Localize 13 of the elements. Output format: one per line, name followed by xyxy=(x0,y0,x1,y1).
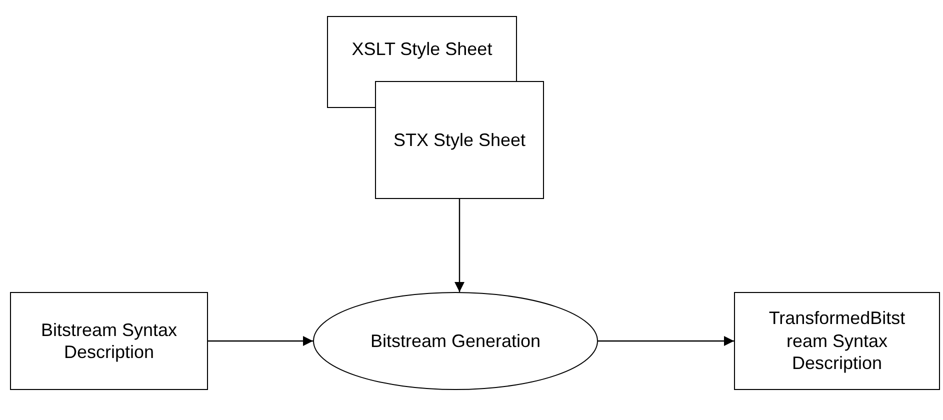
process-ellipse xyxy=(313,292,598,390)
document-box xyxy=(734,292,940,390)
document-box xyxy=(327,16,517,81)
arrow xyxy=(454,199,464,292)
node-label: TransformedBitstream Syntax Description xyxy=(768,307,906,375)
arrow xyxy=(598,336,734,346)
node-label: XSLT Style Sheet xyxy=(352,38,492,60)
document-box xyxy=(375,81,544,199)
node-label: STX Style Sheet xyxy=(393,128,526,152)
arrow xyxy=(208,336,313,346)
node-label: Bitstream Generation xyxy=(370,330,541,352)
node-label: Bitstream Syntax Description xyxy=(40,318,178,364)
document-box xyxy=(10,292,208,390)
